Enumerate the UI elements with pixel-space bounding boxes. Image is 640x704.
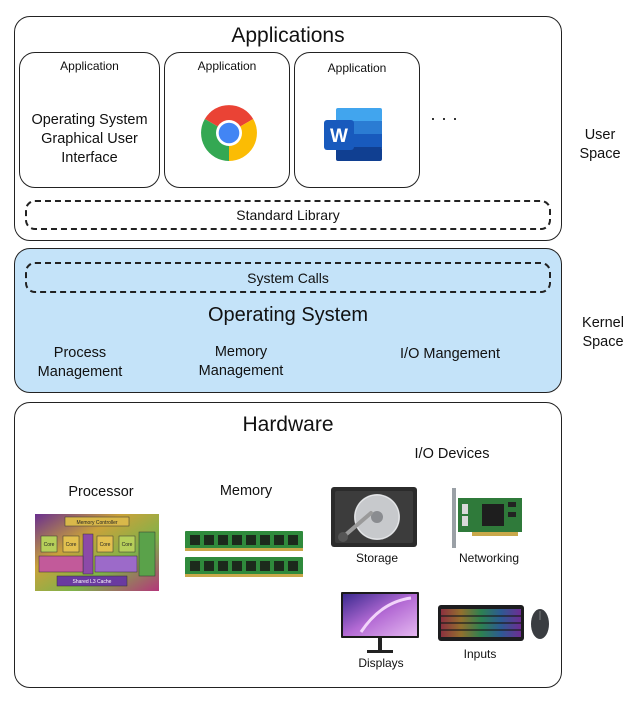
memory-management: Memory Management	[198, 344, 284, 379]
displays-label: Displays	[358, 656, 404, 670]
networking-card-image	[452, 488, 522, 548]
hardware-box	[14, 402, 562, 688]
hardware-title: Hardware	[242, 413, 334, 436]
more-apps-ellipsis: · · ·	[430, 108, 458, 128]
applications-title: Applications	[231, 24, 345, 47]
user-space-label: User Space	[579, 127, 621, 162]
kernel-space-label: Kernel Space	[582, 315, 624, 350]
operating-system-title: Operating System	[207, 304, 369, 326]
cpu-core-label: Core	[66, 542, 77, 548]
io-management: I/O Mangement	[400, 346, 500, 362]
storage-hdd-image	[331, 487, 417, 547]
word-icon: W	[324, 108, 382, 161]
app-card-browser[interactable]	[164, 52, 290, 188]
cpu-core-label: Core	[122, 542, 133, 548]
inputs-label: Inputs	[463, 647, 497, 661]
cpu-memory-controller-label: Memory Controller	[76, 520, 117, 526]
app-header: Application	[327, 61, 387, 75]
system-calls: System Calls	[25, 262, 551, 293]
process-management: Process Management	[37, 345, 123, 380]
svg-text:W: W	[330, 126, 348, 147]
networking-label: Networking	[458, 551, 520, 565]
inputs-mouse-image	[531, 609, 549, 639]
cpu-l3-cache-label: Shared L3 Cache	[73, 579, 112, 585]
memory-label: Memory	[219, 483, 273, 499]
standard-library: Standard Library	[25, 200, 551, 230]
app-card-os-gui[interactable]	[19, 52, 160, 188]
display-monitor-image	[341, 592, 419, 653]
app-header: Application	[60, 59, 119, 73]
kernel-space-box	[14, 248, 562, 393]
os-gui-label: Operating System Graphical User Interfac…	[31, 112, 148, 166]
io-devices-label: I/O Devices	[414, 446, 490, 462]
cpu-core-label: Core	[100, 542, 111, 548]
storage-label: Storage	[355, 551, 399, 565]
app-card-word[interactable]	[294, 52, 420, 188]
chrome-icon	[201, 105, 257, 161]
processor-label: Processor	[68, 484, 134, 500]
inputs-keyboard-image	[438, 605, 524, 641]
app-header: Application	[197, 59, 257, 73]
cpu-core-label: Core	[44, 542, 55, 548]
memory-ram-image	[185, 531, 303, 577]
processor-die-image: Memory Controller Core Core Core Core Sh…	[35, 514, 159, 591]
user-space-box	[14, 16, 562, 241]
